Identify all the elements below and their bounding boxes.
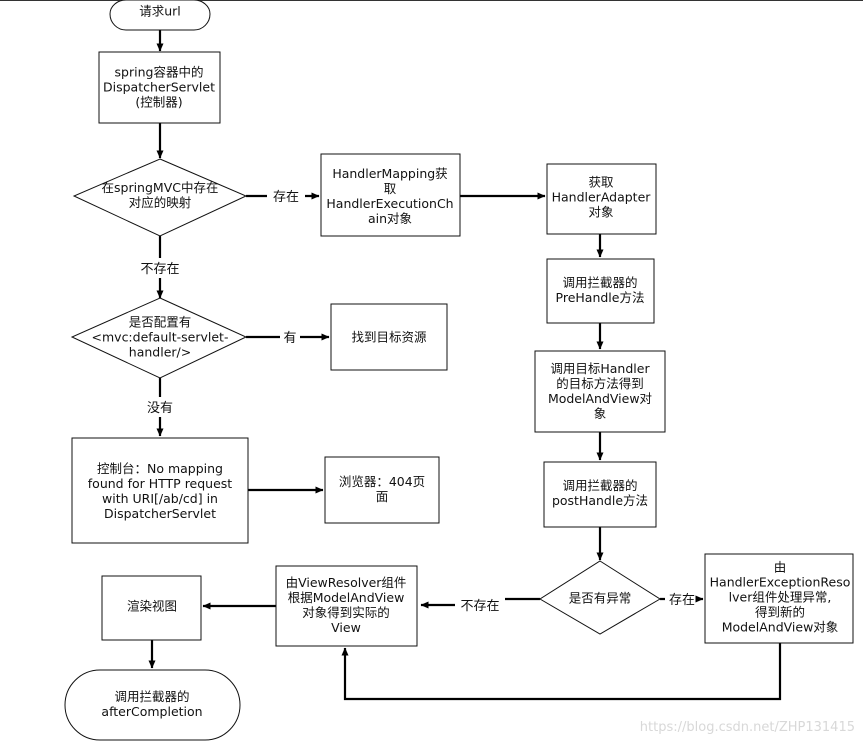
has-exception-decision [539, 560, 661, 635]
node-label-line: ModelAndView对象 [722, 620, 839, 635]
node-label-line: 在springMVC中存在 [102, 180, 219, 195]
node-label-line: DispatcherServlet [103, 80, 215, 95]
connector-exception-check-no [421, 599, 540, 605]
end-node-after-completion [64, 669, 241, 741]
default-servlet-handler-decision [70, 297, 248, 379]
node-label-line: DispatcherServlet [104, 506, 216, 521]
node-label-line: 由 [774, 560, 787, 575]
node-label-line: ModelAndView对 [548, 391, 652, 406]
edge-labels: 存在 不存在 有 没有 存在 不存在 [140, 190, 695, 614]
edge-label-exception-no: 不存在 [460, 599, 499, 614]
node-label-line: 调用拦截器的 [114, 689, 189, 704]
node-label-line: 对象得到实际的 [302, 605, 390, 620]
node-label-line: 调用拦截器的 [562, 275, 637, 290]
node-label-line: with URI[/ab/cd] in [102, 491, 218, 506]
node-label-line: PreHandle方法 [556, 290, 645, 305]
watermark: https://blog.csdn.net/ZHP131415 [640, 720, 855, 735]
edge-label-exception-yes: 存在 [669, 593, 695, 608]
node-label-line: 调用拦截器的 [562, 478, 637, 493]
node-label-line: 请求url [139, 4, 181, 19]
node-label-line: afterCompletion [101, 704, 202, 719]
node-label-line: postHandle方法 [552, 493, 648, 508]
handler-execution-chain-box [320, 153, 461, 237]
node-label-line: 象 [594, 406, 607, 421]
mapping-exists-text: 在springMVC中存在对应的映射 [102, 180, 219, 210]
dispatcher-servlet-box [98, 51, 221, 124]
handler-adapter-box [546, 163, 657, 235]
node-label-line: found for HTTP request [88, 476, 233, 491]
node-label-line: lver组件处理异常, [729, 590, 832, 605]
render-view-box [101, 575, 202, 641]
node-label-line: 浏览器：404页 [339, 474, 425, 489]
node-label-line: HandlerAdapter [552, 190, 652, 205]
exception-resolver-box [704, 553, 854, 644]
node-label-line: spring容器中的 [115, 65, 204, 80]
node-label-line: 对应的映射 [129, 195, 192, 210]
default-servlet-handler-text: 是否配置有<mvc:default-servlet-handler/> [92, 315, 229, 360]
has-exception-text: 是否有异常 [569, 591, 632, 606]
edge-label-default-handler-no: 没有 [147, 401, 173, 416]
node-label-line: 找到目标资源 [351, 330, 427, 345]
start-node-request-url [109, 0, 211, 31]
node-label-line: (控制器) [135, 95, 182, 110]
node-label-line: 的目标方法得到 [556, 376, 644, 391]
node-label-line: HandlerExecutionCh [326, 196, 453, 211]
node-label-line: handler/> [129, 345, 191, 360]
find-target-resource-box [330, 303, 448, 371]
node-label-line: 是否有异常 [569, 591, 632, 606]
mapping-exists-decision [72, 158, 248, 237]
render-view-text: 渲染视图 [127, 599, 177, 614]
node-label-line: <mvc:default-servlet- [92, 330, 229, 345]
target-handler-box [534, 350, 666, 433]
node-label-line: 是否配置有 [129, 315, 192, 330]
node-label-line: 渲染视图 [127, 599, 177, 614]
node-label-line: 得到新的 [755, 605, 805, 620]
node-label-line: View [331, 620, 361, 635]
request-url-text: 请求url [139, 4, 181, 19]
prehandle-box [546, 258, 655, 324]
view-resolver-box [275, 565, 418, 647]
node-label-line: 面 [376, 489, 389, 504]
node-label-line: 对象 [588, 205, 613, 220]
browser-404-text: 浏览器：404页面 [339, 474, 425, 504]
node-label-line: 由ViewResolver组件 [286, 575, 407, 590]
node-label-line: 取 [384, 181, 397, 196]
connector-resolver-back-to-view [341, 643, 782, 701]
browser-404-box [324, 456, 440, 524]
console-message-box [71, 437, 249, 544]
node-label-line: HandlerExceptionReso [710, 575, 851, 590]
edge-label-mapping-exists-no: 不存在 [140, 262, 179, 277]
edge-label-mapping-exists-yes: 存在 [273, 190, 299, 205]
node-label-line: 控制台：No mapping [97, 461, 223, 476]
posthandle-box [543, 461, 657, 528]
find-target-resource-text: 找到目标资源 [351, 330, 427, 345]
node-label-line: HandlerMapping获 [332, 166, 447, 181]
connectors [148, 30, 782, 701]
node-label-line: 调用目标Handler [550, 361, 650, 376]
edge-label-default-handler-yes: 有 [283, 331, 296, 346]
node-label-line: 根据ModelAndView [288, 590, 405, 605]
node-label-line: ain对象 [368, 211, 412, 226]
node-label-line: 获取 [588, 175, 614, 190]
